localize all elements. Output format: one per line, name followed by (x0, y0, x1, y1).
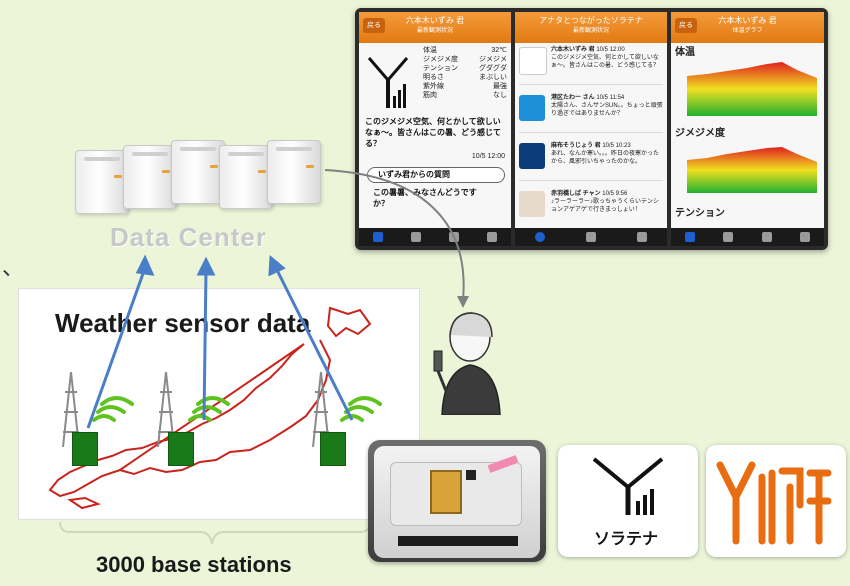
antenna-avatar-icon (519, 47, 547, 75)
graph-label: 体温 (675, 47, 695, 58)
app-screen-graphs: 戻る 六本木いずみ 君 体温グラフ 体温 ジメジメ度 テンション (671, 12, 824, 246)
antenna-tab-icon[interactable] (685, 232, 696, 242)
screen-toolbar (515, 228, 667, 246)
screen-subtitle: 最新観測状況 (416, 28, 453, 34)
screen-header: アナタとつながったソラテナ 最新観測状況 (515, 12, 667, 43)
soratena-logo-icon: ソラテナ (558, 445, 698, 557)
map-title: Weather sensor data (55, 308, 311, 338)
screen-toolbar (671, 228, 824, 246)
stat-row: 体温 32℃ (423, 47, 507, 54)
sensor-box (72, 432, 98, 466)
data-center-label: Data Center (110, 222, 267, 252)
status-message: このジメジメ空気、何とかして欲しいなぁ〜。皆さんはこの暑、どう感じてる？ (365, 117, 501, 148)
add-tab-icon[interactable] (487, 232, 497, 242)
antenna-character-icon (592, 457, 664, 515)
screen-header: 戻る 六本木いずみ 君 体温グラフ (671, 12, 824, 43)
logo-text: ソラテナ (594, 531, 659, 548)
add-tab-icon[interactable] (799, 232, 810, 242)
server-icon (171, 140, 225, 204)
home-tab-icon[interactable] (535, 232, 546, 242)
antenna-character-icon (367, 57, 409, 108)
screen-title: 六本木いずみ 君 (718, 16, 777, 25)
stat-row: テンション グダグダ (423, 65, 507, 72)
stray-mark: 、 (2, 255, 25, 280)
gear-tab-icon[interactable] (636, 232, 647, 242)
stat-row: ジメジメ度 ジメジメ (423, 56, 507, 63)
question-text: この暑暑、みなさんどうですか？ (373, 188, 477, 208)
sensor-device-photo (368, 440, 546, 562)
screen-header: 戻る 六本木いずみ 君 最新観測状況 (359, 12, 511, 43)
graph-area (687, 62, 817, 116)
feed-text: 赤羽橋しば チャン 10/5 9:56♪ラーラーラー♪歌っちゃうくらいテンション… (551, 191, 660, 213)
list-tab-icon[interactable] (585, 232, 596, 242)
graph-area (687, 147, 817, 193)
device-sensor (430, 470, 462, 514)
base-station-tower-icon (62, 372, 80, 447)
antenna-avatar-icon (519, 143, 545, 169)
stat-row: 紫外線 最強 (423, 83, 507, 90)
antenna-avatar-icon (519, 191, 545, 217)
back-button[interactable]: 戻る (675, 18, 697, 33)
base-stations-label: 3000 base stations (96, 552, 292, 577)
app-screen-profile: 戻る 六本木いずみ 君 最新観測状況 体温 32℃ ジメジメ度 ジメジメ テンシ… (359, 12, 511, 246)
question-box[interactable]: いずみ君からの質問 (367, 167, 505, 183)
graph-label: テンション (675, 208, 725, 219)
question-title: いずみ君からの質問 (378, 170, 450, 179)
screen-subtitle: 体温グラフ (732, 28, 763, 34)
device-label (398, 536, 518, 546)
base-station-tower-icon (157, 372, 175, 447)
graph-label: ジメジメ度 (675, 128, 725, 139)
list-tab-icon[interactable] (761, 232, 772, 242)
stats-list: 体温 32℃ ジメジメ度 ジメジメ テンション グダグダ 明るさ まぶしい 紫外… (423, 46, 507, 100)
screen-title: 六本木いずみ 君 (405, 16, 465, 25)
stat-row: 筋肉 なし (423, 92, 507, 99)
sensor-box (168, 432, 194, 466)
japan-map (48, 306, 372, 510)
app-screen-feed: アナタとつながったソラテナ 最新観測状況 六本木いずみ 君 10/5 12:00… (515, 12, 667, 246)
screen-subtitle: 最新観測状況 (572, 28, 609, 34)
chat-tab-icon[interactable] (723, 232, 734, 242)
back-button[interactable]: 戻る (363, 18, 385, 33)
server-icon (267, 140, 321, 204)
chat-tab-icon[interactable] (411, 232, 421, 242)
stat-row: 明るさ まぶしい (423, 74, 507, 81)
person-with-phone-icon (433, 312, 501, 415)
sensor-box (320, 432, 346, 466)
device-port (466, 470, 476, 480)
antenna-tab-icon[interactable] (373, 232, 383, 242)
message-timestamp: 10/5 12:00 (471, 153, 505, 160)
screen-title: アナタとつながったソラテナ (539, 16, 643, 25)
base-station-tower-icon (312, 372, 330, 447)
soratena-orange-logo-icon (706, 445, 846, 557)
antenna-avatar-icon (519, 95, 545, 121)
soratena-orange-mark (716, 461, 832, 545)
